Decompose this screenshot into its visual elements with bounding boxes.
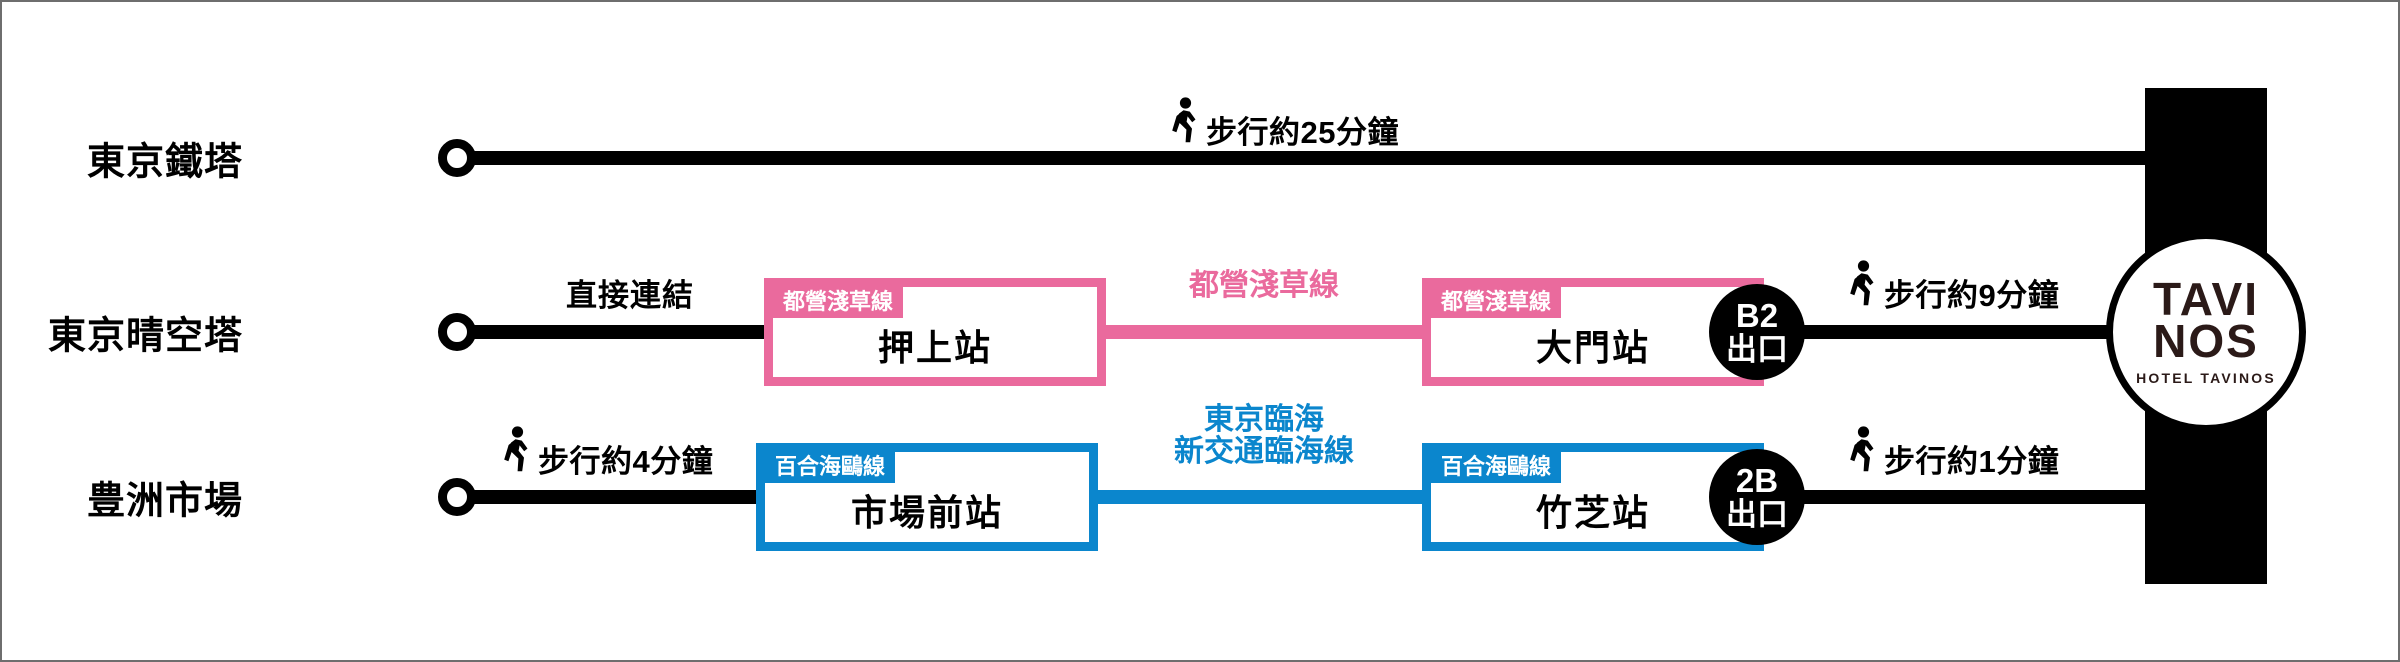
pedestrian-icon [1170, 97, 1200, 148]
station-line-tag-daimon: 都營淺草線 [1431, 287, 1562, 319]
station-line-tag-oshiage: 都營淺草線 [773, 287, 904, 319]
pedestrian-icon [1848, 260, 1878, 311]
exit-code-b2: B2 [1735, 297, 1779, 334]
walk-label-row3-end: 步行約1分鐘 [1884, 444, 2060, 479]
hotel-logo-line1: TAVI [2153, 272, 2259, 325]
line-name-asakusa-mid: 都營淺草線 [1189, 269, 1339, 302]
station-name-shijomae: 市場前站 [850, 492, 1003, 533]
walk-annotation-row2: 步行約9分鐘 [1848, 260, 2059, 311]
route-line-row3-mid [1090, 490, 1430, 504]
line-name-rinkai-part1: 東京臨海 [1204, 403, 1324, 436]
station-name-takeshiba: 竹芝站 [1535, 492, 1650, 533]
walk-annotation-row3-end: 步行約1分鐘 [1848, 426, 2059, 477]
route-line-row3-end [1800, 490, 2215, 504]
station-box-oshiage[interactable]: 都營淺草線 押上站 [764, 278, 1106, 386]
route-line-row2-mid [1098, 325, 1430, 339]
walk-label-row2: 步行約9分鐘 [1884, 278, 2060, 313]
route-line-row3-start [470, 490, 758, 504]
station-line-tag-shijomae: 百合海鷗線 [765, 452, 896, 484]
origin-label-toyosu-market: 豊洲市場 [86, 480, 243, 523]
station-name-daimon: 大門站 [1535, 327, 1650, 368]
exit-code-2b: 2B [1735, 462, 1779, 499]
line-name-rinkai-part2: 新交通臨海線 [1174, 435, 1354, 469]
walk-label-row3-start: 步行約4分鐘 [538, 444, 714, 479]
direct-connection-note: 直接連結 [566, 278, 694, 313]
station-box-shijomae[interactable]: 百合海鷗線 市場前站 [756, 443, 1098, 551]
pedestrian-icon [1848, 426, 1878, 477]
walk-annotation-row1: 步行約25分鐘 [1170, 97, 1399, 148]
exit-badge-2b: 2B 出口 [1709, 449, 1805, 545]
origin-node-toyosu-market [438, 478, 476, 516]
hotel-logo-subtitle: HOTEL TAVINOS [2136, 370, 2276, 387]
origin-label-tokyo-tower: 東京鐵塔 [86, 141, 243, 184]
exit-word-2b: 出口 [1726, 497, 1788, 532]
route-line-row2-start [470, 325, 766, 339]
hotel-logo-wordmark: TAVI NOS [2153, 276, 2259, 364]
origin-label-tokyo-skytree: 東京晴空塔 [47, 315, 243, 358]
walk-label-row1: 步行約25分鐘 [1206, 115, 1399, 150]
hotel-logo-line2: NOS [2153, 315, 2259, 367]
pedestrian-icon [502, 426, 532, 477]
station-name-oshiage: 押上站 [877, 327, 992, 368]
line-name-rinkai-mid: 東京臨海 新交通臨海線 [1174, 403, 1354, 469]
station-box-daimon[interactable]: 都營淺草線 大門站 [1422, 278, 1764, 386]
walk-annotation-row3-start: 步行約4分鐘 [502, 426, 713, 477]
hotel-logo-badge: TAVI NOS HOTEL TAVINOS [2106, 232, 2306, 432]
exit-word-b2: 出口 [1726, 332, 1788, 367]
station-line-tag-takeshiba: 百合海鷗線 [1431, 452, 1562, 484]
route-line-row1 [470, 151, 2215, 165]
exit-badge-b2: B2 出口 [1709, 284, 1805, 380]
